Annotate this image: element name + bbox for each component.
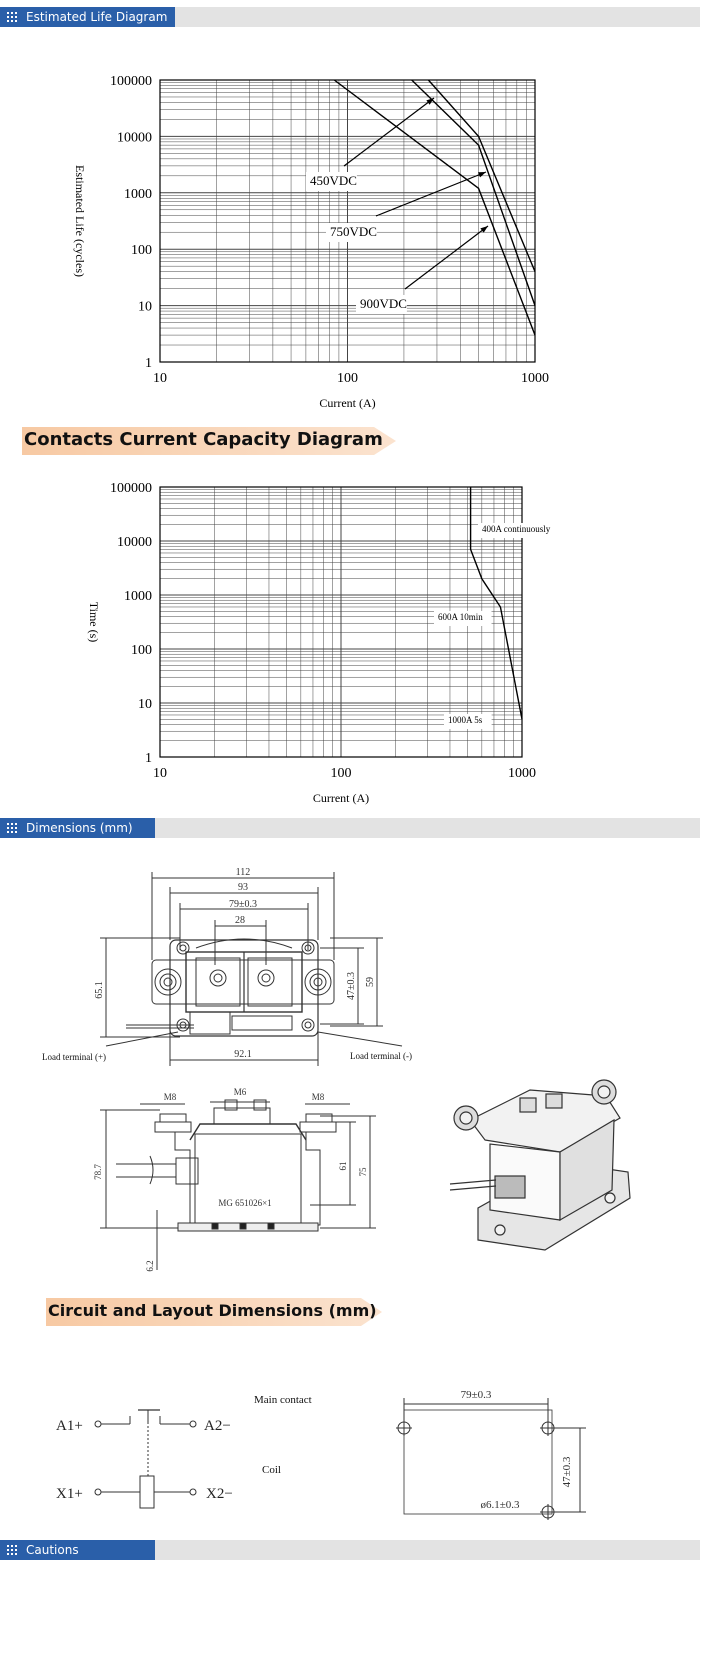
layout-hole: ø6.1±0.3 (480, 1499, 520, 1511)
x-axis-label: Current (A) (313, 791, 369, 805)
y-tick-label: 100 (131, 243, 152, 258)
section-title: Dimensions (mm) (26, 821, 133, 835)
section-tab: Estimated Life Diagram (0, 7, 175, 27)
thread-m6: M6 (234, 1087, 247, 1097)
dim-75: 75 (358, 1167, 368, 1177)
annotation-arrow (343, 97, 435, 167)
ribbon-capacity: Contacts Current Capacity Diagram (22, 424, 402, 458)
load-terminal-minus: Load terminal (-) (350, 1051, 412, 1061)
x-tick-label: 1000 (508, 766, 536, 781)
plot-frame (159, 486, 523, 758)
plot-frame (159, 79, 536, 363)
arrow-head (478, 172, 486, 178)
terminal-x1: X1+ (56, 1486, 83, 1502)
grid-icon (7, 823, 17, 833)
dim-112: 112 (236, 867, 251, 878)
product-isometric-image (449, 1079, 631, 1251)
annotation-box (326, 223, 377, 242)
annotation-box (306, 172, 357, 191)
y-axis-label: Estimated Life (cycles) (73, 165, 87, 277)
x-tick-label: 100 (331, 766, 352, 781)
section-title: Cautions (26, 1543, 79, 1557)
side-view-drawing: M6 M8 M8 78.7 61 75 6.2 MG 651026×1 (93, 1087, 376, 1272)
circuit-layout-drawing: A1+ A2− X1+ X2− Main contact Coil 79±0.3… (56, 1389, 586, 1520)
part-marking: MG 651026×1 (218, 1198, 271, 1208)
dim-47: 47±0.3 (346, 972, 357, 1000)
thread-m8-left: M8 (164, 1092, 177, 1102)
annotation-label: 1000A 5s (448, 715, 483, 725)
section-tab: Dimensions (mm) (0, 818, 155, 838)
y-tick-label: 10 (138, 697, 152, 712)
y-tick-label: 10000 (117, 535, 152, 550)
dim-65: 65.1 (94, 981, 105, 999)
layout-height: 47±0.3 (561, 1456, 573, 1487)
section-bar-cautions: Cautions (0, 1540, 700, 1560)
layout-width: 79±0.3 (461, 1389, 492, 1401)
series-line (469, 487, 523, 720)
x-tick-label: 10 (153, 766, 167, 781)
terminal-a1: A1+ (56, 1418, 83, 1434)
section-bar-life: Estimated Life Diagram (0, 7, 700, 27)
arrow-head (426, 98, 434, 105)
section-tab: Cautions (0, 1540, 155, 1560)
chart-grid (159, 487, 522, 758)
x-tick-label: 10 (153, 371, 167, 386)
annotation-label: 600A 10min (438, 612, 483, 622)
section-bar-dimensions: Dimensions (mm) (0, 818, 700, 838)
ribbon-circuit: Circuit and Layout Dimensions (mm) (46, 1295, 386, 1329)
dim-61: 61 (338, 1162, 348, 1171)
dim-93: 93 (238, 882, 248, 893)
chart-grid (159, 80, 535, 363)
dim-79: 79±0.3 (229, 899, 257, 910)
x-axis-label: Current (A) (319, 396, 375, 410)
y-tick-label: 100000 (110, 74, 152, 89)
dim-78: 78.7 (93, 1164, 103, 1180)
dim-59: 59 (365, 977, 376, 987)
arrow-head (480, 226, 488, 233)
annotation-label: 400A continuously (482, 524, 551, 534)
label-coil: Coil (262, 1464, 281, 1476)
annotation-label: 900VDC (360, 296, 407, 311)
y-tick-label: 100 (131, 643, 152, 658)
ribbon-title: Contacts Current Capacity Diagram (24, 429, 383, 450)
x-tick-label: 100 (337, 371, 358, 386)
y-tick-label: 10000 (117, 130, 152, 145)
annotation-box (478, 523, 571, 538)
annotation-arrow (404, 225, 489, 290)
series-line (411, 79, 536, 306)
annotation-label: 450VDC (310, 173, 357, 188)
grid-icon (7, 12, 17, 22)
y-tick-label: 10 (138, 300, 152, 315)
y-tick-label: 1 (145, 751, 152, 766)
terminal-x2: X2− (206, 1486, 233, 1502)
ribbon-shape (46, 1298, 382, 1326)
x-tick-label: 1000 (521, 371, 549, 386)
annotation-box (434, 611, 492, 626)
annotation-label: 750VDC (330, 224, 377, 239)
y-tick-label: 100000 (110, 481, 152, 496)
load-terminal-plus: Load terminal (+) (42, 1052, 106, 1062)
y-tick-label: 1 (145, 356, 152, 371)
grid-icon (7, 1545, 17, 1555)
terminal-a2: A2− (204, 1418, 231, 1434)
ribbon-title: Circuit and Layout Dimensions (mm) (48, 1301, 377, 1320)
annotation-box (444, 714, 492, 729)
dim-92: 92.1 (234, 1049, 252, 1060)
y-tick-label: 1000 (124, 589, 152, 604)
series-line (333, 79, 536, 336)
series-line (427, 79, 536, 272)
top-view-drawing: 112 93 79±0.3 28 65.1 47±0.3 59 92.1 Loa… (42, 867, 412, 1066)
section-title: Estimated Life Diagram (26, 10, 168, 24)
annotation-box (356, 295, 407, 314)
label-main-contact: Main contact (254, 1394, 312, 1406)
ribbon-shape (22, 427, 396, 455)
annotation-arrow (375, 171, 487, 217)
y-tick-label: 1000 (124, 187, 152, 202)
thread-m8-right: M8 (312, 1092, 325, 1102)
dim-6-2: 6.2 (145, 1260, 155, 1271)
y-axis-label: Time (s) (87, 602, 101, 643)
dim-28: 28 (235, 915, 245, 926)
